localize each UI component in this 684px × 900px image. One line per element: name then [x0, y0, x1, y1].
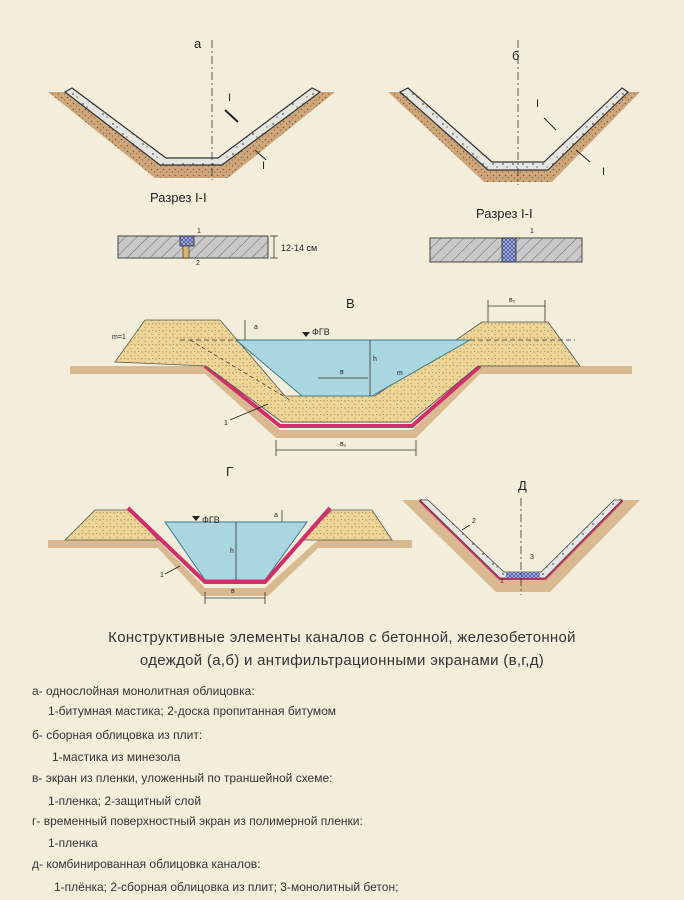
dim-b-g: в: [231, 588, 235, 595]
dim-h-g: h: [230, 548, 234, 555]
label-a: а: [194, 36, 202, 51]
section-title-b: Разрез I-I: [476, 206, 533, 221]
diagram-g: [48, 506, 412, 604]
marker-a-bottom: I: [262, 160, 266, 172]
legend-b-head: б- сборная облицовка из плит:: [32, 728, 203, 742]
dim-b1-v: в₁: [509, 297, 516, 304]
callout-d-3: 3: [530, 554, 534, 561]
legend-v-detail: 1-пленка; 2-защитный слой: [48, 794, 202, 808]
legend-g-detail: 1-пленка: [48, 836, 98, 850]
dim-a-g: а: [274, 512, 278, 519]
caption-line-2: одеждой (а,б) и антифильтрационными экра…: [139, 652, 545, 669]
legend-a-detail: 1-битумная мастика; 2-доска пропитанная …: [48, 704, 337, 718]
dim-b2-v: в₂: [340, 441, 347, 448]
section-title-a: Разрез I-I: [150, 190, 207, 205]
water-level-v: ФГВ: [312, 327, 330, 337]
callout-v-1: 1: [224, 420, 228, 427]
dim-h-v: h: [373, 356, 377, 363]
caption-line-1: Конструктивные элементы каналов с бетонн…: [108, 629, 576, 646]
figure-drawing: [48, 40, 640, 604]
callout-a-2: 2: [196, 260, 200, 267]
legend-b-detail: 1-мастика из минезола: [52, 750, 181, 764]
legend-a-head: а- однослойная монолитная облицовка:: [32, 684, 255, 698]
diagram-v: [70, 300, 632, 456]
dim-a-v: а: [254, 324, 258, 331]
label-g: Г: [226, 464, 234, 479]
label-v: В: [346, 296, 355, 311]
legend-v-head: в- экран из пленки, уложенный по траншей…: [32, 771, 333, 785]
callout-d-1: 1: [500, 578, 504, 585]
legend-g-head: г- временный поверхностный экран из поли…: [32, 814, 363, 828]
callout-d-2: 2: [472, 518, 476, 525]
dim-b-v: в: [340, 369, 344, 376]
legend-d-head: д- комбинированная облицовка каналов:: [32, 857, 261, 871]
label-d: Д: [518, 478, 527, 493]
dim-m-right-v: m: [397, 370, 403, 377]
diagram-a: [48, 40, 335, 259]
marker-b-bottom: I: [602, 166, 606, 178]
diagram-d: [402, 498, 640, 595]
marker-b-top: I: [536, 98, 540, 110]
legend-d-detail: 1-плёнка; 2-сборная облицовка из плит; 3…: [54, 880, 399, 894]
dim-m-left-v: m=1: [112, 334, 126, 341]
callout-a-1: 1: [197, 228, 201, 235]
label-b: б: [512, 48, 520, 63]
marker-a-top: I: [228, 92, 232, 104]
diagram-b: [388, 40, 640, 263]
water-level-g: ФГВ: [202, 515, 220, 525]
callout-g-1: 1: [160, 572, 164, 579]
thickness-a: 12-14 см: [281, 243, 318, 253]
callout-b-1: 1: [530, 228, 534, 235]
